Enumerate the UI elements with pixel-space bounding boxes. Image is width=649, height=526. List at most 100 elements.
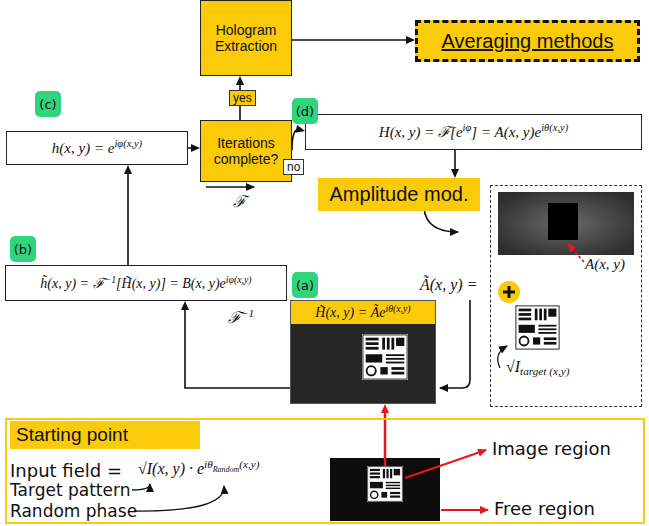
output-box: Hologram Extraction: [200, 0, 292, 76]
node-text: H(x, y) = ℱ[e: [379, 124, 463, 140]
arrow-head: [124, 165, 132, 174]
connector: [181, 301, 290, 388]
equation-box: H(x, y) = ℱ[eiφ] = A(x, y)eiθ(x,y): [305, 114, 642, 150]
node-text: iθ: [204, 458, 213, 470]
node-text: target (x,y): [520, 365, 569, 377]
node-text: Input field =: [10, 460, 122, 481]
node-text: A(x, y): [585, 256, 625, 272]
target-image: [515, 305, 560, 350]
text-group: Target pattern: [10, 480, 130, 500]
amplitude-panel: A(x, y) √Itarget (x,y): [490, 185, 642, 407]
callout-number: (c): [35, 91, 61, 117]
input-image: [330, 458, 440, 521]
node-text: H̃(x, y) = Ãe: [315, 305, 385, 320]
equation-box: h(x, y) = eiφ(x,y): [6, 131, 188, 165]
label-text: ℱ: [233, 193, 246, 210]
region-arrow: [405, 450, 486, 478]
callout-number: (d): [292, 98, 318, 124]
callout-number: (b): [10, 236, 36, 262]
node-text: Random: [213, 465, 240, 474]
node-text: [H̃(x, y)] = B(x, y)e: [116, 276, 226, 291]
arrow-head: [381, 404, 389, 413]
arrow-head: [406, 36, 415, 44]
pointer-arrow: [568, 244, 584, 262]
text-group: H̃(x, y) = Ãeiθ(x,y): [291, 301, 435, 324]
text-group: Random phase: [10, 501, 137, 521]
target-image: [515, 305, 560, 350]
node-text: iθ(x,y): [541, 122, 568, 133]
amplitude-image: [548, 203, 578, 240]
input-arrow: [384, 419, 387, 466]
step-box: Amplitude mod.: [318, 178, 480, 211]
field-image: [362, 334, 408, 380]
callout-number: (a): [292, 272, 318, 298]
node-text: Free region: [494, 498, 595, 519]
transform-arrow: [206, 187, 254, 188]
label-text: (a): [296, 278, 314, 293]
amplitude-image: [498, 192, 634, 255]
connector: [292, 125, 305, 150]
arrow-head: [236, 76, 244, 85]
text-group: Averaging methods: [442, 30, 614, 53]
equation-box: h̃(x, y) = ℱ−1[H̃(x, y)] = B(x, y)eiφ(x,…: [5, 265, 287, 301]
node-text: Random phase: [10, 501, 137, 521]
node-text: iθ(x,y): [385, 303, 410, 314]
pointer-arrow: [134, 486, 224, 511]
field-box: H̃(x, y) = Ãeiθ(x,y): [290, 300, 436, 404]
input-image: [330, 458, 440, 521]
input-image: [367, 466, 403, 502]
pointer-arrow: [132, 484, 150, 490]
connector-line: [127, 171, 129, 265]
label-text: −1: [241, 307, 254, 319]
text-group: √I(x, y) · eiθRandom(x,y): [138, 458, 260, 478]
node-text: √I(x, y) · e: [138, 460, 204, 477]
connector: [381, 404, 389, 418]
pointer-arrow: [498, 346, 507, 368]
connector: [188, 144, 200, 152]
decision-box: Iterations complete?: [200, 120, 292, 182]
node-text: Amplitude mod.: [330, 183, 469, 205]
pointer-arrow: [568, 244, 584, 262]
connector: [451, 150, 459, 178]
arrow-head: [191, 144, 200, 152]
method-box: Averaging methods: [415, 20, 640, 62]
node-text: iφ(x,y): [114, 138, 142, 149]
field-image: [290, 322, 436, 404]
arrow-head: [451, 169, 459, 178]
node-text: √I: [506, 358, 520, 375]
heading-box: Starting point: [10, 421, 200, 449]
edge-label: yes: [229, 90, 256, 106]
flow-arrow: [424, 208, 458, 232]
node-text: ] = A(x, y)e: [471, 124, 541, 140]
connector-line: [185, 307, 290, 388]
flow-arrow: [440, 300, 470, 388]
label-text: Ã(x, y) =: [420, 276, 477, 293]
node-text: iφ(x,y): [226, 274, 252, 285]
input-arrow: [385, 419, 386, 466]
node-text: Averaging methods: [442, 30, 614, 52]
connector: [124, 165, 132, 265]
transform-symbol: ℱ−1: [228, 306, 254, 328]
field-image: [290, 322, 436, 404]
text-group: Starting point: [16, 424, 128, 446]
connector: [292, 36, 415, 44]
node-text: Target pattern: [10, 480, 130, 500]
region-arrow: [441, 510, 488, 511]
node-text: (x,y): [239, 458, 259, 470]
connector-line: [454, 150, 456, 172]
text-group: Iterations complete?: [203, 135, 289, 167]
region-arrow: [441, 509, 488, 511]
arrow-head: [181, 301, 189, 310]
text-group: Amplitude mod.: [330, 183, 469, 206]
edge-label-text: no: [287, 160, 300, 174]
connector-line: [292, 39, 409, 41]
node-text: −1: [105, 274, 117, 285]
text-group: h̃(x, y) = ℱ−1[H̃(x, y)] = B(x, y)eiφ(x,…: [40, 274, 251, 292]
plus-symbol: [498, 281, 520, 303]
transform-arrow: [206, 186, 254, 188]
node-text: Starting point: [16, 424, 128, 445]
arrow-head: [295, 125, 305, 133]
label-text: (d): [296, 104, 314, 119]
edge-label-text: yes: [233, 91, 252, 105]
